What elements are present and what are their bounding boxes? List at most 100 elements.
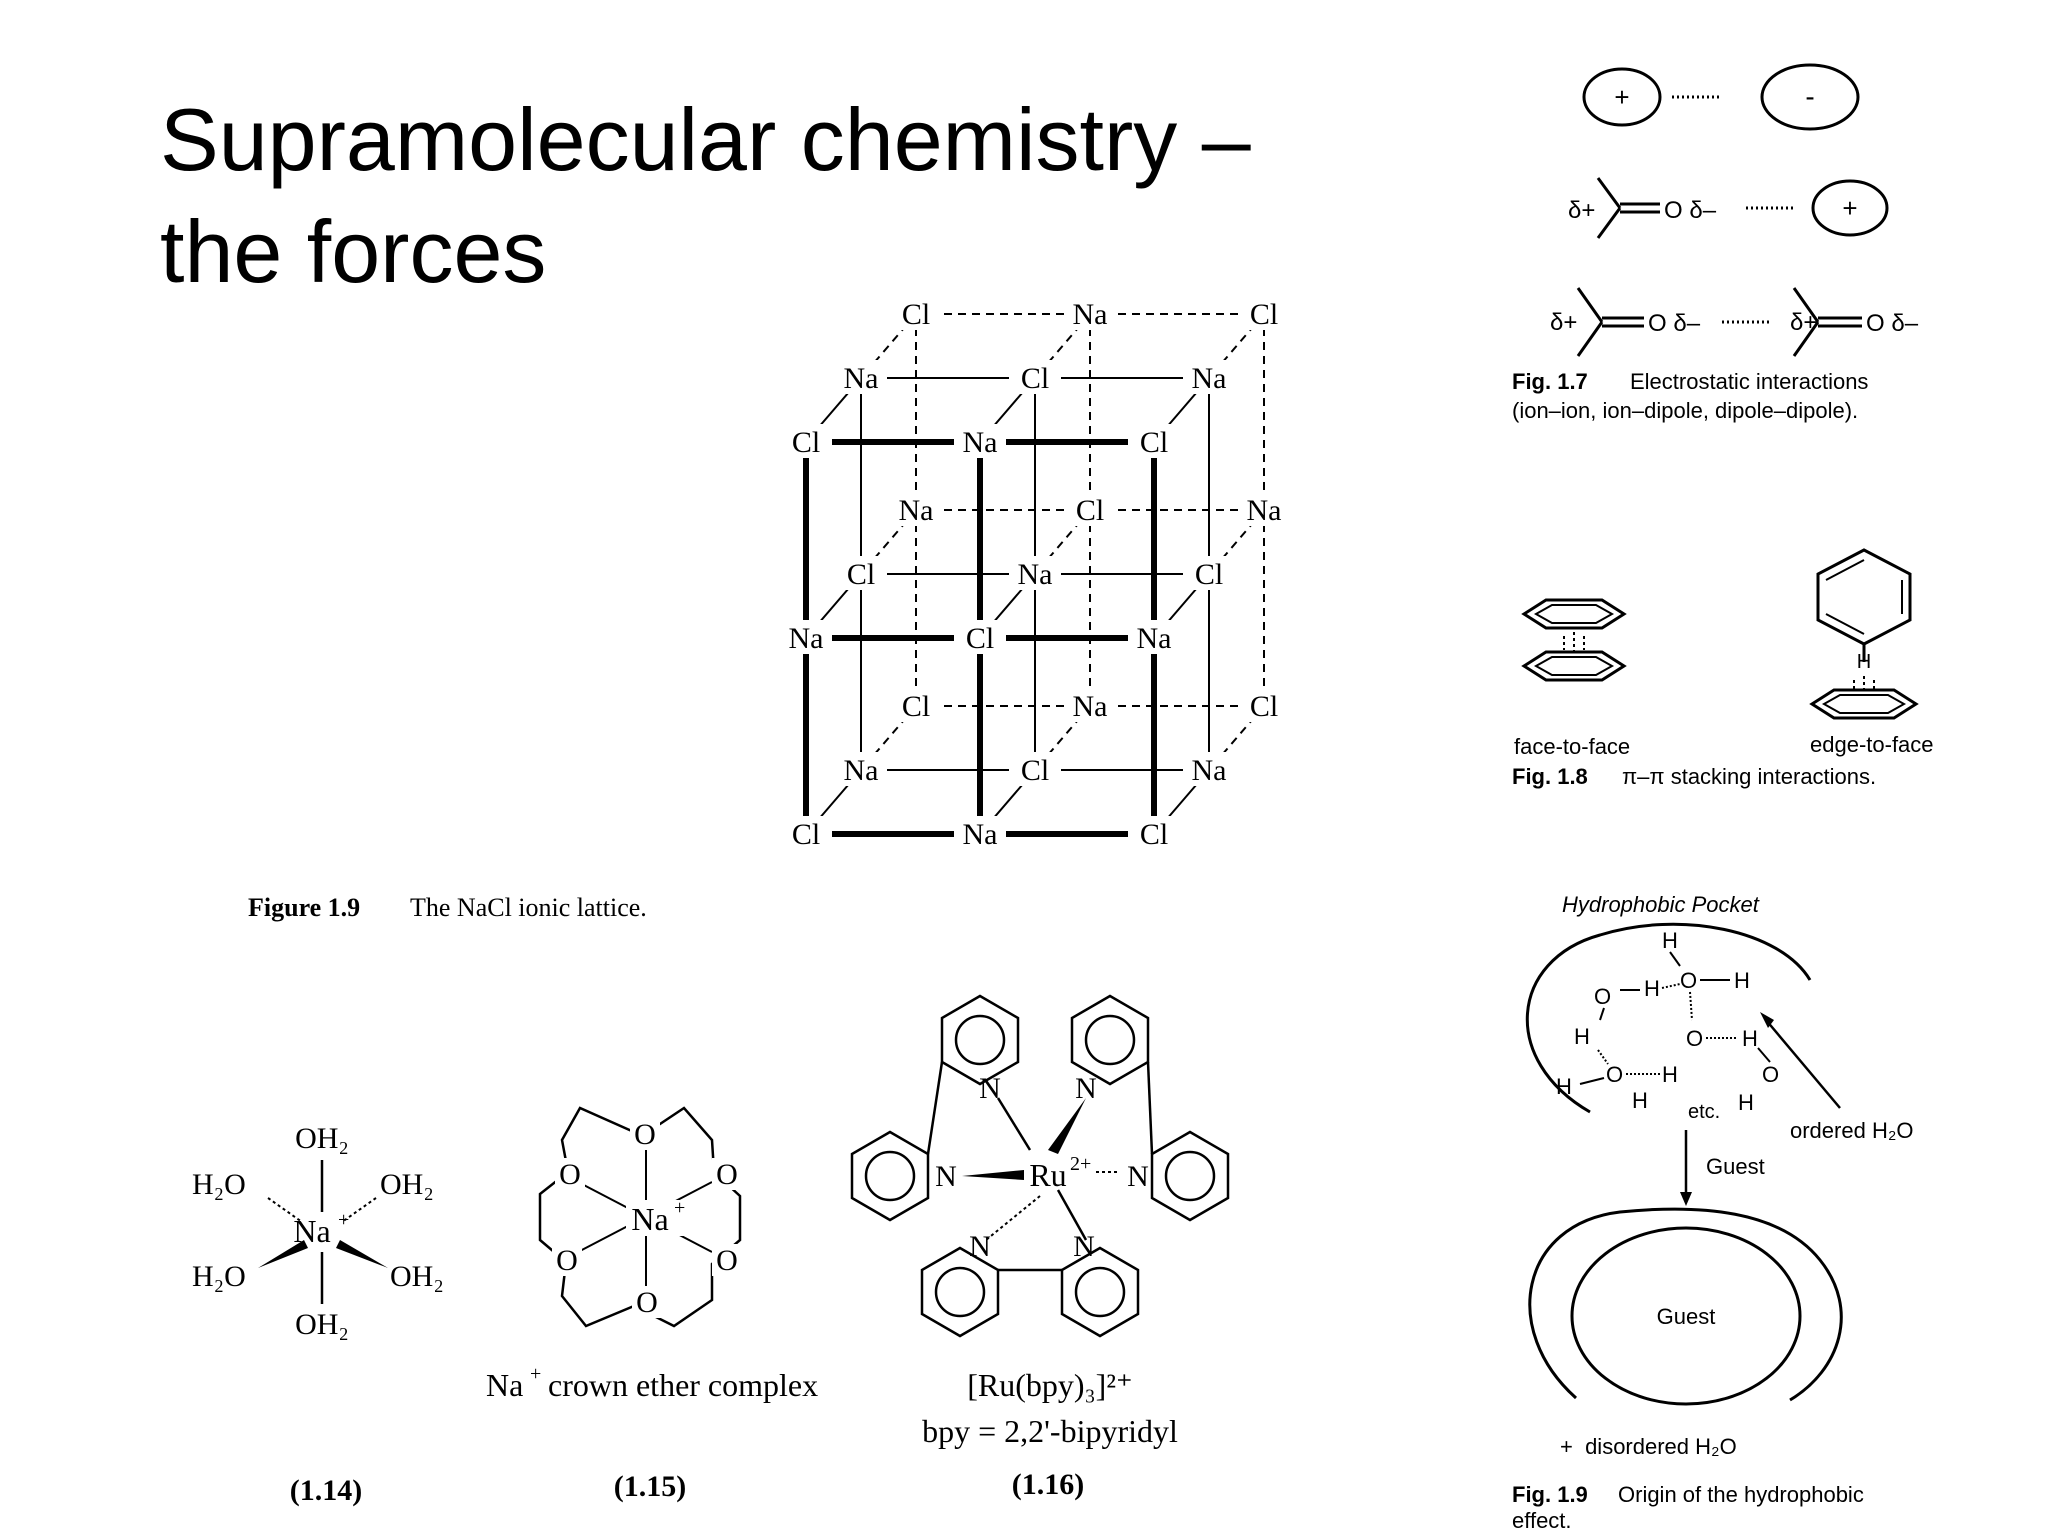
anion-circle [1760, 63, 1860, 131]
lattice-atom-bg [890, 492, 942, 526]
c114-oh2-bottom: OH₂ [295, 1308, 349, 1341]
c114-h2o-left-top: H₂O [192, 1168, 246, 1201]
svg-text:O: O [1762, 1062, 1779, 1087]
lattice-atom-cl: Cl [1140, 426, 1168, 459]
pocket-label: Hydrophobic Pocket [1562, 892, 1760, 917]
c115-charge: + [674, 1197, 685, 1219]
dd-o-delta-minus-2: O δ– [1866, 310, 1919, 337]
lattice-atom-bg [1128, 816, 1180, 850]
fig17-caption-line1: Electrostatic interactions [1630, 369, 1868, 394]
slide-title-line2: the forces [160, 202, 547, 301]
lattice-atom-na: Na [1073, 690, 1108, 723]
lattice-atom-bg [954, 620, 1006, 654]
c115-o-1: O [634, 1118, 656, 1151]
c115-o-6: O [636, 1286, 658, 1319]
c116-n-2: N [1075, 1072, 1097, 1105]
edge-to-face-label: edge-to-face [1810, 732, 1934, 757]
c115-number: (1.15) [614, 1470, 686, 1503]
fig19-lattice-caption-num: Figure 1.9 [248, 893, 360, 922]
svg-text:H: H [1738, 1090, 1754, 1115]
lattice-atom-na: Na [789, 622, 824, 655]
lattice-atom-cl: Cl [902, 298, 930, 331]
lattice-atom-bg [1064, 296, 1116, 330]
svg-text:H: H [1632, 1088, 1648, 1113]
lattice-atom-cl: Cl [1140, 818, 1168, 851]
fig17-caption-line2: (ion–ion, ion–dipole, dipole–dipole). [1512, 398, 1858, 423]
lattice-atom-bg [1009, 752, 1061, 786]
fig18-caption-text: π–π stacking interactions. [1622, 764, 1876, 789]
c114-charge: + [338, 1209, 349, 1231]
c115-o-2: O [559, 1158, 581, 1191]
lattice-atom-bg [1128, 620, 1180, 654]
lattice-atom-bg [1238, 296, 1290, 330]
fig18-caption-num: Fig. 1.8 [1512, 764, 1588, 789]
face-ring-top [1521, 598, 1627, 630]
ordered-arrow [1765, 1019, 1841, 1109]
lattice-atom-cl: Cl [1021, 362, 1049, 395]
guest-label: Guest [1657, 1304, 1716, 1329]
lattice-atom-bg [890, 688, 942, 722]
ordered-h2o-label: ordered H₂O [1790, 1118, 1913, 1143]
c116-n-4: N [1127, 1160, 1149, 1193]
lattice-atom-na: Na [1137, 622, 1172, 655]
lattice-atom-bg [1009, 360, 1061, 394]
c115-o-5: O [716, 1244, 738, 1277]
fig17-caption-num: Fig. 1.7 [1512, 369, 1588, 394]
lattice-atom-na: Na [899, 494, 934, 527]
c115-label-charge: + [530, 1363, 541, 1385]
fig19-caption-line2: effect. [1512, 1508, 1572, 1533]
lattice-atom-bg [1064, 492, 1116, 526]
lattice-atom-na: Na [1247, 494, 1282, 527]
lattice-atom-cl: Cl [1250, 690, 1278, 723]
lattice-atom-bg [835, 360, 887, 394]
svg-text:H: H [1662, 1062, 1678, 1087]
svg-text:H: H [1644, 976, 1660, 1001]
compound-1-15-crown-ether: O O O O O O Na + Na + crown ether comple… [486, 1106, 818, 1503]
bpy-ring-2 [850, 1130, 930, 1222]
slide-title: Supramolecular chemistry – the forces [160, 84, 1251, 308]
lattice-atom-bg [780, 424, 832, 458]
c116-ru: Ru [1029, 1157, 1066, 1193]
lattice-atom-bg [1238, 492, 1290, 526]
lattice-atom-cl: Cl [1195, 558, 1223, 591]
c116-number: (1.16) [1012, 1468, 1084, 1501]
compound-1-16-ru-bpy: N N N N N N Ru 2+ [Ru(bpy)₃]²⁺ bpy = 2,2… [850, 994, 1230, 1501]
c115-label-rest: crown ether complex [540, 1367, 818, 1403]
disordered-h2o-label: + disordered H₂O [1560, 1434, 1737, 1459]
lattice-atom-bg [1009, 556, 1061, 590]
c114-oh2-right-bottom: OH₂ [390, 1260, 444, 1293]
c116-n-6: N [1073, 1230, 1095, 1263]
bpy-ring-4 [1150, 1130, 1230, 1222]
c115-o-3: O [716, 1158, 738, 1191]
c116-n-5: N [969, 1230, 991, 1263]
bpy-ring-3 [1070, 994, 1150, 1086]
c115-o-4: O [556, 1244, 578, 1277]
c116-n-3: N [935, 1160, 957, 1193]
lattice-atom-na: Na [963, 426, 998, 459]
guest-circle [1570, 1226, 1802, 1406]
lattice-atom-bg [780, 620, 832, 654]
bpy-ring-1 [940, 994, 1020, 1086]
edge-h-label: H [1857, 651, 1871, 673]
svg-text:H: H [1662, 928, 1678, 953]
c116-formula: [Ru(bpy)₃]²⁺ [967, 1367, 1133, 1403]
water-cluster: H O H H O H O H O O H H H H [1556, 928, 1779, 1115]
svg-text:H: H [1556, 1074, 1572, 1099]
lattice-atom-bg [835, 752, 887, 786]
c115-label-na: Na [486, 1367, 523, 1403]
lattice-atom-na: Na [1192, 362, 1227, 395]
lattice-atom-bg [1183, 360, 1235, 394]
lattice-atom-bg [954, 816, 1006, 850]
dd-o-delta-minus-1: O δ– [1648, 310, 1701, 337]
lattice-atom-bg [1183, 556, 1235, 590]
c114-na: Na [293, 1213, 330, 1249]
lattice-atom-na: Na [1018, 558, 1053, 591]
svg-text:O: O [1594, 984, 1611, 1009]
dd-delta-plus-1: δ+ [1550, 309, 1577, 336]
lattice-atom-bg [954, 424, 1006, 458]
lattice-atom-cl: Cl [847, 558, 875, 591]
fig19-caption-num: Fig. 1.9 [1512, 1482, 1588, 1507]
guest-arrow-label: Guest [1706, 1154, 1765, 1179]
lattice-atom-cl: Cl [1250, 298, 1278, 331]
